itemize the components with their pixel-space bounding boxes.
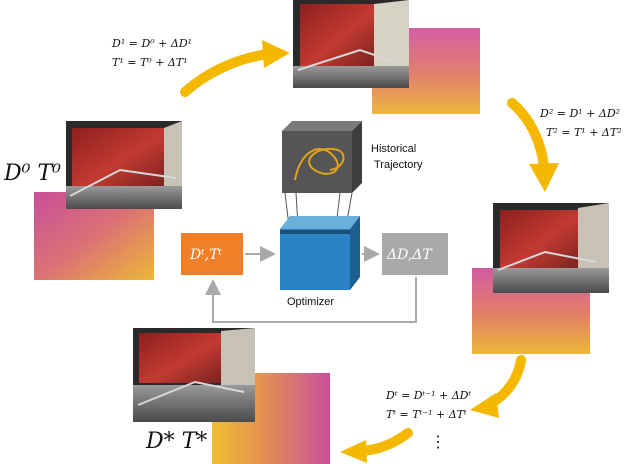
- trajectory-curve: [294, 147, 345, 181]
- state-label: Dᵗ,Tᵗ: [189, 247, 222, 263]
- delta-box: ΔD,ΔT: [382, 233, 448, 275]
- state-box: Dᵗ,Tᵗ: [181, 233, 243, 275]
- arrow-to-frame-1: [180, 40, 290, 97]
- update-t-line1: Dᵗ = Dᵗ⁻¹ + ΔDᵗ: [385, 389, 471, 402]
- rgb-image-1: [293, 0, 409, 88]
- optimizer-cube: Optimizer: [280, 216, 360, 308]
- feedback-loop-arrow: [205, 277, 417, 323]
- frame-final: [133, 328, 330, 464]
- historical-label-line2: Trajectory: [374, 159, 423, 171]
- delta-label: ΔD,ΔT: [386, 247, 433, 263]
- frame-1: [293, 0, 480, 114]
- update-equations-1: D¹ = D⁰ + ΔD¹ T¹ = T⁰ + ΔT¹: [111, 37, 192, 69]
- flow-arrows: [205, 246, 417, 323]
- update-2-line2: T² = T¹ + ΔT²: [546, 126, 622, 139]
- initial-state-label: D⁰ T⁰: [3, 161, 61, 186]
- rgb-image-2: [493, 203, 609, 293]
- optimizer-label: Optimizer: [287, 296, 334, 308]
- update-t-line2: Tᵗ = Tᵗ⁻¹ + ΔTᵗ: [386, 408, 467, 421]
- update-equations-t: Dᵗ = Dᵗ⁻¹ + ΔDᵗ Tᵗ = Tᵗ⁻¹ + ΔTᵗ ⋮: [385, 389, 471, 451]
- update-1-line1: D¹ = D⁰ + ΔD¹: [111, 37, 192, 50]
- rgb-image-final: [133, 328, 255, 422]
- historical-trajectory-cube: Historical Trajectory: [282, 121, 423, 193]
- historical-label-line1: Historical: [371, 143, 416, 155]
- arrow-to-final: [340, 428, 413, 463]
- update-equations-2: D² = D¹ + ΔD² T² = T¹ + ΔT²: [539, 107, 622, 139]
- rgb-image-0: [66, 121, 182, 209]
- update-2-line1: D² = D¹ + ΔD²: [539, 107, 620, 120]
- update-1-line2: T¹ = T⁰ + ΔT¹: [112, 56, 188, 69]
- frame-0: [34, 121, 182, 280]
- frame-2: [472, 203, 609, 354]
- update-t-ellipsis: ⋮: [430, 432, 446, 451]
- arrow-to-update-t: [470, 355, 526, 418]
- arrow-to-frame-2: [507, 98, 559, 192]
- final-state-label: D* T*: [145, 429, 207, 454]
